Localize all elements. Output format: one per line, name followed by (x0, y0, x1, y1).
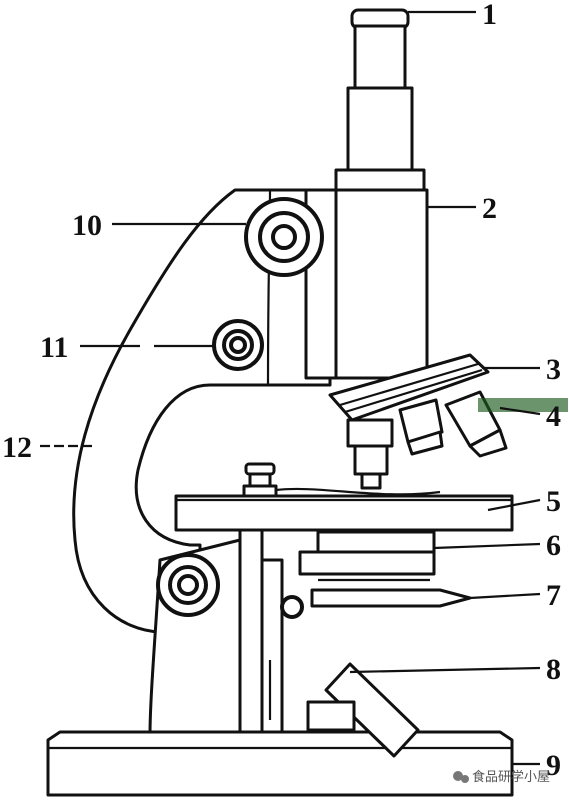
label-5: 5 (546, 485, 561, 518)
label-2: 2 (482, 192, 497, 225)
coarse-adjustment-knob (244, 197, 324, 277)
label-3: 3 (546, 353, 561, 386)
label-9: 9 (546, 749, 561, 782)
body-tube (331, 188, 429, 380)
label-12: 12 (2, 431, 32, 464)
wechat-watermark: 食品研学小屋 (453, 769, 550, 785)
iris-diaphragm (298, 550, 436, 576)
arm (72, 188, 332, 634)
mirror-mount (306, 700, 356, 732)
draw-tube (346, 86, 414, 172)
fine-adjustment-knob (212, 319, 264, 371)
label-11: 11 (40, 331, 68, 364)
rack-plate (260, 558, 284, 737)
label-7: 7 (546, 579, 561, 612)
label-6: 6 (546, 529, 561, 562)
condenser (316, 530, 436, 554)
mirror (324, 662, 420, 758)
label-8: 8 (546, 653, 561, 686)
condenser-knob (280, 595, 304, 619)
eyepiece (353, 24, 407, 90)
tube-collar (334, 168, 426, 192)
objective-lens-medium (398, 398, 444, 456)
base (46, 730, 514, 797)
tube-bracket (304, 188, 338, 380)
label-10: 10 (72, 209, 102, 242)
stage (174, 494, 514, 532)
watermark-text: 食品研学小屋 (472, 769, 550, 785)
filter-holder (310, 588, 472, 608)
rack-column (238, 528, 264, 737)
stage-adjust-knob (156, 553, 220, 617)
stage-clip (242, 462, 278, 498)
label-4: 4 (546, 400, 561, 433)
label-1: 1 (482, 0, 497, 31)
objective-lens-short (346, 418, 394, 490)
